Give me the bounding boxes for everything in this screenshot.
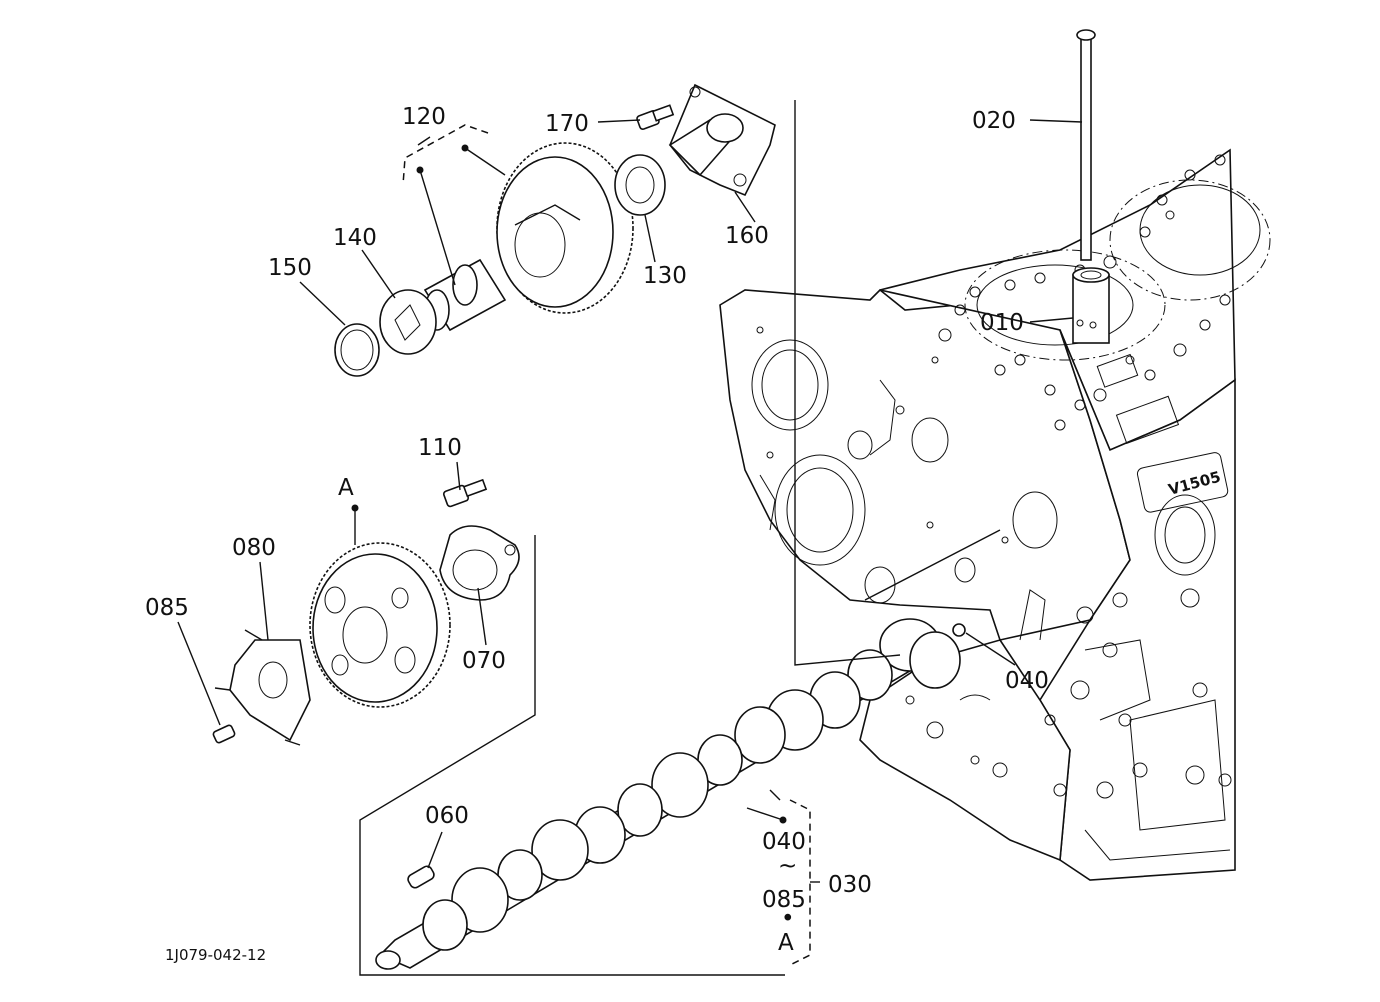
thrust-collar-140 — [379, 289, 437, 355]
thrust-plate — [214, 629, 311, 746]
idle-gear — [496, 142, 634, 314]
feather-key — [407, 865, 435, 889]
label-110: 110 — [418, 435, 462, 461]
push-rod — [1076, 29, 1096, 261]
screw-085 — [212, 724, 236, 744]
camshaft — [375, 618, 961, 970]
bolt-110 — [442, 478, 488, 508]
label-140: 140 — [333, 225, 377, 251]
label-010-pushrod: 020 — [972, 108, 1016, 134]
circlip-150 — [334, 323, 380, 377]
bolt-170 — [636, 104, 675, 130]
idle-gear-shaft-160 — [668, 83, 776, 197]
label-130: 130 — [643, 263, 687, 289]
label-060: 060 — [425, 803, 469, 829]
cam-gear — [309, 542, 451, 708]
label-160: 160 — [725, 223, 769, 249]
label-030: 030 — [828, 872, 872, 898]
leader-dots — [351, 144, 787, 824]
collar-070 — [439, 525, 520, 601]
engine-block: V1505 — [719, 148, 1271, 881]
label-a-range: A — [778, 930, 794, 956]
ball — [952, 623, 966, 637]
label-tilde: ~ — [778, 853, 797, 879]
label-070: 070 — [462, 648, 506, 674]
tappet — [1072, 267, 1110, 344]
label-170: 170 — [545, 111, 589, 137]
bracket-gear-group — [794, 100, 901, 666]
label-dot: • — [781, 906, 795, 932]
label-150: 150 — [268, 255, 312, 281]
label-040-ball: 040 — [1005, 668, 1049, 694]
label-120: 120 — [402, 104, 446, 130]
label-085: 085 — [145, 595, 189, 621]
thrust-collar-130 — [614, 154, 666, 216]
diagram-id: 1J079-042-12 — [165, 946, 266, 964]
bracket-120-dash — [402, 124, 489, 186]
bracket-camshaft-group — [359, 535, 785, 976]
label-080: 080 — [232, 535, 276, 561]
label-085-range: 085 — [762, 887, 806, 913]
label-a: A — [338, 475, 354, 501]
idle-gear-bushing — [423, 258, 507, 332]
label-040-range: 040 — [762, 829, 806, 855]
leader-lines — [177, 119, 1083, 883]
label-010: 010 — [980, 310, 1024, 336]
